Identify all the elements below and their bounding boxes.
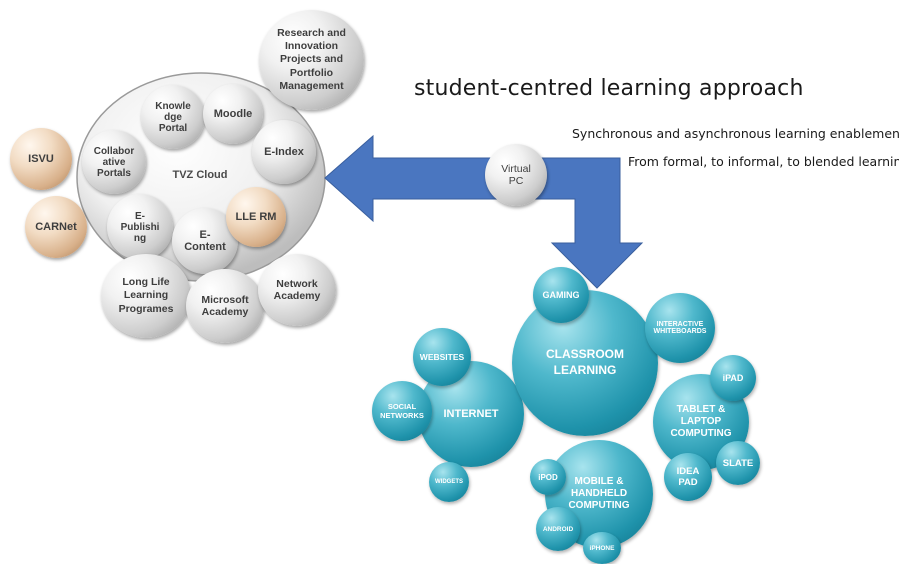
tvz-cloud-label: TVZ Cloud bbox=[172, 169, 228, 181]
iphone-bubble: iPHONE bbox=[583, 532, 621, 564]
websites-bubble: WEBSITES bbox=[413, 328, 471, 386]
e-index-bubble: E-Index bbox=[252, 120, 316, 184]
carnet-bubble: CARNet bbox=[25, 196, 87, 258]
subtitle-formal: From formal, to informal, to blended lea… bbox=[628, 154, 899, 169]
idea-pad-label: IDEA PAD bbox=[676, 466, 700, 488]
research-innovation-label: Research and Innovation Projects and Por… bbox=[277, 27, 346, 92]
collaborative-portals-label: Collabor ative Portals bbox=[93, 145, 135, 179]
approach-heading: student-centred learning approach bbox=[414, 76, 804, 101]
websites-label: WEBSITES bbox=[419, 352, 465, 362]
lle-rm-bubble: LLE RM bbox=[226, 187, 286, 247]
knowledge-portal-bubble: Knowle dge Portal bbox=[141, 85, 205, 149]
interactive-whiteboards-bubble: INTERACTIVE WHITEBOARDS bbox=[645, 293, 715, 363]
e-index-label: E-Index bbox=[264, 146, 304, 158]
moodle-bubble: Moodle bbox=[203, 84, 263, 144]
ipod-label: iPOD bbox=[538, 472, 558, 482]
e-content-label: E- Content bbox=[184, 229, 226, 253]
e-content-bubble: E- Content bbox=[172, 208, 238, 274]
long-life-learning-bubble: Long Life Learning Programes bbox=[101, 254, 191, 338]
isvu-bubble: ISVU bbox=[10, 128, 72, 190]
slate-bubble: SLATE bbox=[716, 441, 760, 485]
flow-arrow bbox=[324, 134, 644, 289]
virtual-pc-label: Virtual PC bbox=[501, 163, 531, 187]
network-academy-bubble: Network Academy bbox=[258, 254, 336, 326]
ipad-label: iPAD bbox=[722, 373, 744, 383]
gaming-bubble: GAMING bbox=[533, 267, 589, 323]
microsoft-academy-bubble: Microsoft Academy bbox=[186, 269, 264, 343]
classroom-learning-bubble: CLASSROOM LEARNING bbox=[512, 290, 658, 436]
e-publishing-bubble: E- Publishi ng bbox=[107, 194, 173, 260]
widgets-label: WIDGETS bbox=[435, 479, 463, 485]
e-publishing-label: E- Publishi ng bbox=[120, 210, 160, 244]
ipad-bubble: iPAD bbox=[710, 355, 756, 401]
social-networks-bubble: SOCIAL NETWORKS bbox=[372, 381, 432, 441]
isvu-label: ISVU bbox=[28, 153, 54, 165]
virtual-pc-bubble: Virtual PC bbox=[485, 144, 547, 206]
iphone-label: iPHONE bbox=[589, 544, 615, 552]
gaming-label: GAMING bbox=[542, 290, 580, 300]
microsoft-academy-label: Microsoft Academy bbox=[201, 294, 249, 318]
research-innovation-bubble: Research and Innovation Projects and Por… bbox=[259, 10, 364, 110]
carnet-label: CARNet bbox=[35, 221, 77, 233]
android-label: ANDROID bbox=[542, 525, 574, 533]
social-networks-label: SOCIAL NETWORKS bbox=[380, 402, 424, 420]
lle-rm-label: LLE RM bbox=[235, 211, 277, 223]
tablet-laptop-label: TABLET & LAPTOP COMPUTING bbox=[670, 404, 732, 439]
mobile-handheld-label: MOBILE & HANDHELD COMPUTING bbox=[568, 476, 630, 511]
subtitle-sync: Synchronous and asynchronous learning en… bbox=[572, 126, 899, 141]
slate-label: SLATE bbox=[722, 457, 754, 469]
moodle-label: Moodle bbox=[213, 108, 253, 120]
network-academy-label: Network Academy bbox=[273, 278, 321, 302]
ipod-bubble: iPOD bbox=[530, 459, 566, 495]
classroom-learning-label: CLASSROOM LEARNING bbox=[546, 347, 624, 377]
android-bubble: ANDROID bbox=[536, 507, 580, 551]
idea-pad-bubble: IDEA PAD bbox=[664, 453, 712, 501]
widgets-bubble: WIDGETS bbox=[429, 462, 469, 502]
knowledge-portal-label: Knowle dge Portal bbox=[155, 100, 191, 134]
internet-label: INTERNET bbox=[443, 408, 499, 420]
interactive-whiteboards-label: INTERACTIVE WHITEBOARDS bbox=[653, 321, 707, 335]
collaborative-portals-bubble: Collabor ative Portals bbox=[82, 130, 146, 194]
long-life-learning-label: Long Life Learning Programes bbox=[118, 276, 174, 315]
